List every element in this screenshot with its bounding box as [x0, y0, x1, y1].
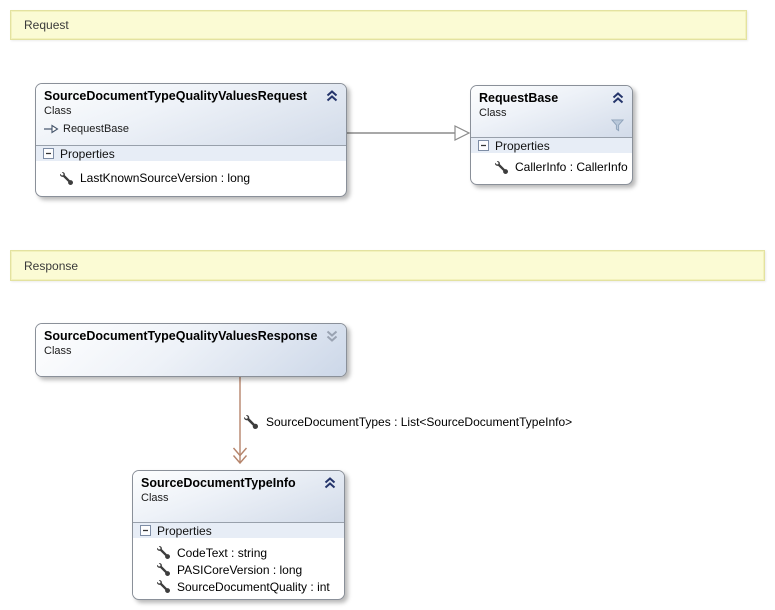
- collapse-chevron-icon[interactable]: [611, 92, 625, 104]
- divider: [36, 145, 346, 146]
- collapse-minus-icon[interactable]: [43, 148, 54, 159]
- class-box-typeinfo[interactable]: SourceDocumentTypeInfo Class Properties …: [132, 470, 345, 600]
- property-row[interactable]: SourceDocumentQuality : int: [133, 578, 344, 595]
- association-arrowhead: [232, 447, 248, 457]
- class-title: RequestBase: [479, 91, 559, 105]
- collapse-chevron-icon[interactable]: [325, 90, 339, 102]
- property-label: CallerInfo : CallerInfo: [515, 160, 628, 174]
- property-label: SourceDocumentQuality : int: [177, 579, 330, 594]
- property-label: LastKnownSourceVersion : long: [80, 171, 251, 185]
- class-title: SourceDocumentTypeQualityValuesResponse: [44, 329, 318, 343]
- banner-label: Response: [24, 258, 79, 273]
- properties-label: Properties: [157, 523, 212, 538]
- wrench-icon: [157, 563, 170, 576]
- property-row[interactable]: CodeText : string: [133, 544, 344, 561]
- properties-band: Properties: [471, 138, 632, 153]
- association-label[interactable]: SourceDocumentTypes : List<SourceDocumen…: [244, 413, 572, 431]
- wrench-icon: [157, 580, 170, 593]
- class-box-request[interactable]: SourceDocumentTypeQualityValuesRequest C…: [35, 83, 347, 197]
- filter-icon[interactable]: [611, 119, 624, 132]
- class-title: SourceDocumentTypeQualityValuesRequest: [44, 89, 308, 103]
- class-box-requestbase[interactable]: RequestBase Class Properties CallerInfo …: [470, 85, 633, 185]
- base-type-label: RequestBase: [63, 123, 130, 135]
- inheritance-arrowhead: [454, 125, 471, 141]
- divider: [471, 137, 632, 138]
- collapse-chevron-icon[interactable]: [323, 477, 337, 489]
- inheritance-connector[interactable]: [347, 125, 471, 141]
- inheritance-icon: [44, 124, 59, 134]
- properties-band: Properties: [133, 523, 344, 538]
- collapse-minus-icon[interactable]: [140, 525, 151, 536]
- association-label-text: SourceDocumentTypes : List<SourceDocumen…: [266, 415, 573, 429]
- properties-label: Properties: [495, 138, 550, 153]
- property-row[interactable]: PASICoreVersion : long: [133, 561, 344, 578]
- class-box-header: SourceDocumentTypeQualityValuesResponse …: [36, 324, 346, 376]
- expand-chevron-icon[interactable]: [325, 330, 339, 342]
- wrench-icon: [244, 415, 258, 429]
- collapse-minus-icon[interactable]: [478, 140, 489, 151]
- class-box-response[interactable]: SourceDocumentTypeQualityValuesResponse …: [35, 323, 347, 377]
- class-title: SourceDocumentTypeInfo: [141, 476, 296, 490]
- class-stereotype: Class: [44, 345, 72, 357]
- association-arrowhead: [232, 455, 248, 465]
- class-stereotype: Class: [44, 105, 72, 117]
- properties-band: Properties: [36, 146, 346, 161]
- class-stereotype: Class: [141, 492, 169, 504]
- banner-label: Request: [24, 18, 69, 32]
- group-banner-response[interactable]: Response: [10, 250, 765, 281]
- property-label: PASICoreVersion : long: [177, 562, 303, 577]
- group-banner-request[interactable]: Request: [10, 10, 747, 40]
- wrench-icon: [60, 171, 73, 185]
- class-box-header: SourceDocumentTypeInfo Class: [133, 471, 344, 522]
- divider: [133, 522, 344, 523]
- property-row[interactable]: CallerInfo : CallerInfo: [471, 158, 632, 176]
- property-label: CodeText : string: [177, 545, 268, 560]
- property-row[interactable]: LastKnownSourceVersion : long: [36, 169, 346, 187]
- wrench-icon: [157, 546, 170, 559]
- wrench-icon: [495, 160, 508, 174]
- properties-label: Properties: [60, 146, 115, 161]
- class-box-header: SourceDocumentTypeQualityValuesRequest C…: [36, 84, 346, 145]
- class-stereotype: Class: [479, 107, 507, 119]
- class-box-header: RequestBase Class: [471, 86, 632, 137]
